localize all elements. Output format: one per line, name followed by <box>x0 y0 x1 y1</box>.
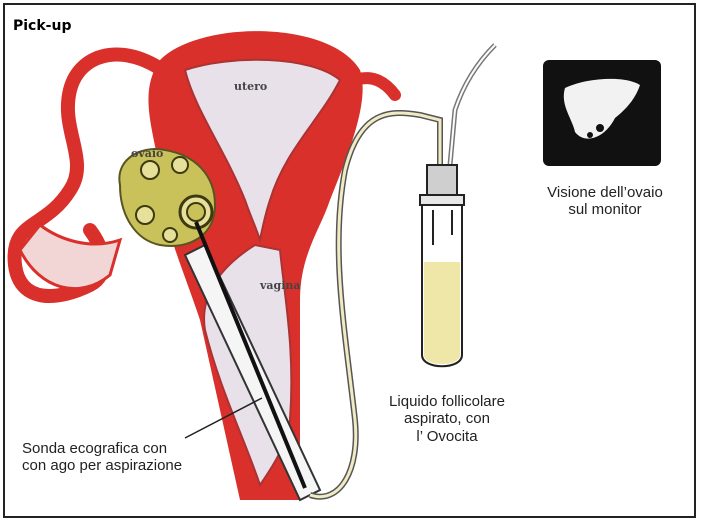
liquid-caption-line: aspirato, con <box>372 410 522 427</box>
monitor-caption-line: Visione dell’ovaio <box>530 184 680 201</box>
probe-caption: Sonda ecografica con con ago per aspiraz… <box>22 440 222 475</box>
collection-tube <box>420 165 464 366</box>
liquid-caption-line: Liquido follicolare <box>372 393 522 410</box>
ultrasound-monitor <box>543 60 661 166</box>
label-ovaio: ovaio <box>131 148 163 161</box>
probe-caption-line: Sonda ecografica con <box>22 440 222 457</box>
monitor-caption: Visione dell’ovaio sul monitor <box>530 184 680 219</box>
liquid-caption: Liquido follicolare aspirato, con l’ Ovo… <box>372 393 522 445</box>
fimbria <box>20 225 120 289</box>
liquid-caption-line: l’ Ovocita <box>372 428 522 445</box>
diagram-title: Pick-up <box>13 18 71 34</box>
label-utero: utero <box>234 81 267 94</box>
monitor-caption-line: sul monitor <box>530 201 680 218</box>
follicular-fluid <box>424 262 460 364</box>
label-vagina: vagina <box>260 280 301 293</box>
probe-caption-line: con ago per aspirazione <box>22 457 222 474</box>
